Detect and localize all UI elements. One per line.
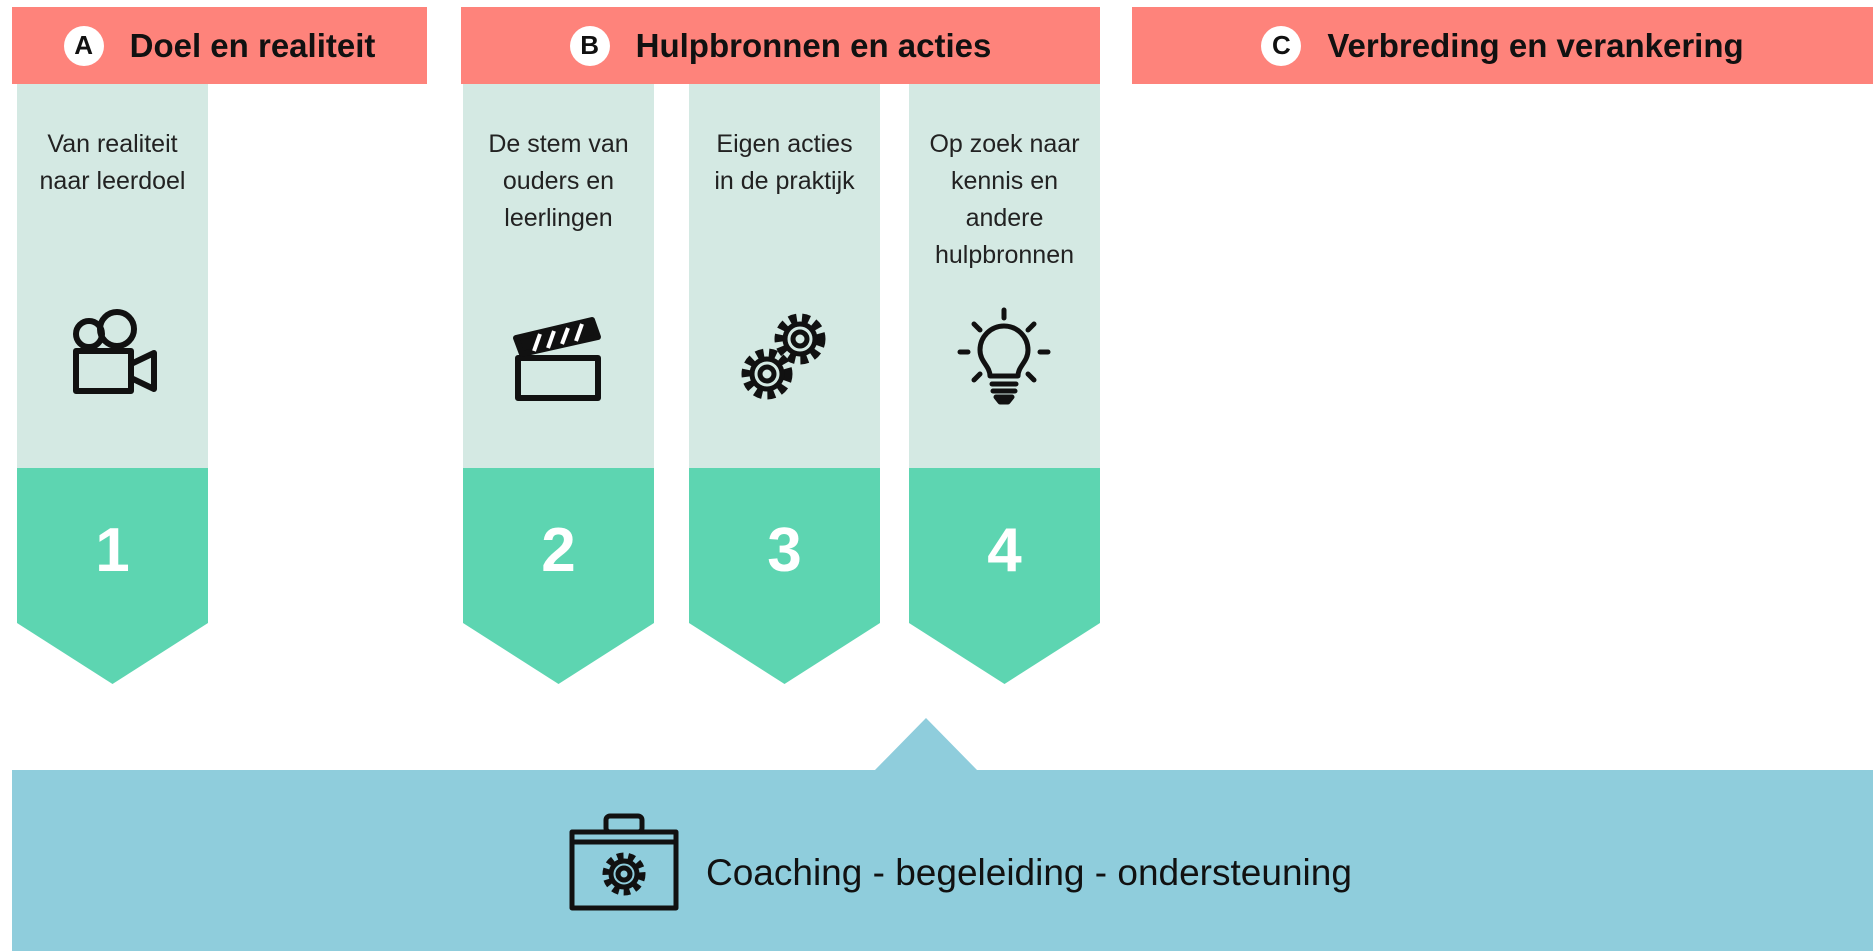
step-1: Van realiteit naar leerdoel 1: [17, 84, 208, 684]
step-number-arrow: [17, 468, 208, 684]
step-label: Van realiteit naar leerdoel: [17, 126, 208, 200]
video-camera-icon: [73, 309, 157, 394]
step-label: De stem van ouders en leerlingen: [463, 126, 654, 237]
gears-icon: [741, 313, 826, 400]
step-4: Op zoek naar kennis en andere hulpbronne…: [909, 84, 1100, 684]
step-number: 4: [987, 516, 1022, 585]
phase-title: Hulpbronnen en acties: [635, 26, 992, 64]
phase-header-b: B Hulpbronnen en acties: [461, 7, 1100, 84]
step-number-arrow: [463, 468, 654, 684]
step-3: Eigen acties in de praktijk 3: [689, 84, 880, 684]
lightbulb-icon: [957, 307, 1051, 405]
step-label-line: andere: [965, 204, 1044, 232]
step-label-line: ouders en: [502, 167, 615, 195]
step-panel: [689, 84, 880, 468]
step-number: 2: [541, 516, 576, 585]
step-label-line: naar leerdoel: [39, 167, 186, 195]
step-panel: [463, 84, 654, 468]
step-label-line: in de praktijk: [714, 167, 855, 195]
phase-letter-badge: A: [63, 25, 104, 66]
step-label-line: Eigen acties: [716, 130, 853, 158]
step-2: De stem van ouders en leerlingen 2: [463, 84, 654, 684]
phase-title: Verbreding en verankering: [1327, 26, 1744, 64]
phase-letter-badge: B: [569, 25, 610, 66]
phase-header-c: C Verbreding en verankering: [1132, 7, 1873, 84]
step-label-line: kennis en: [950, 167, 1059, 195]
step-number-arrow: [689, 468, 880, 684]
step-label-line: Op zoek naar: [929, 130, 1080, 158]
step-number: 3: [767, 516, 802, 585]
support-band: [12, 770, 1873, 951]
toolbox-gear-icon: [569, 813, 679, 911]
step-label-line: Van realiteit: [47, 130, 178, 158]
phase-letter-badge: C: [1261, 25, 1302, 66]
support-label: Coaching - begeleiding - ondersteuning: [706, 852, 1352, 893]
phase-header-a: A Doel en realiteit: [12, 7, 427, 84]
step-label: Eigen acties in de praktijk: [689, 126, 880, 200]
step-label-line: leerlingen: [504, 204, 613, 232]
step-number-arrow: [909, 468, 1100, 684]
step-label: Op zoek naar kennis en andere hulpbronne…: [909, 126, 1100, 274]
step-label-line: hulpbronnen: [934, 241, 1074, 269]
support-pointer: [874, 718, 978, 771]
step-panel: [17, 84, 208, 468]
phase-title: Doel en realiteit: [129, 26, 376, 64]
step-number: 1: [95, 516, 130, 585]
step-label-line: De stem van: [488, 130, 629, 158]
clapperboard-icon: [513, 317, 601, 401]
